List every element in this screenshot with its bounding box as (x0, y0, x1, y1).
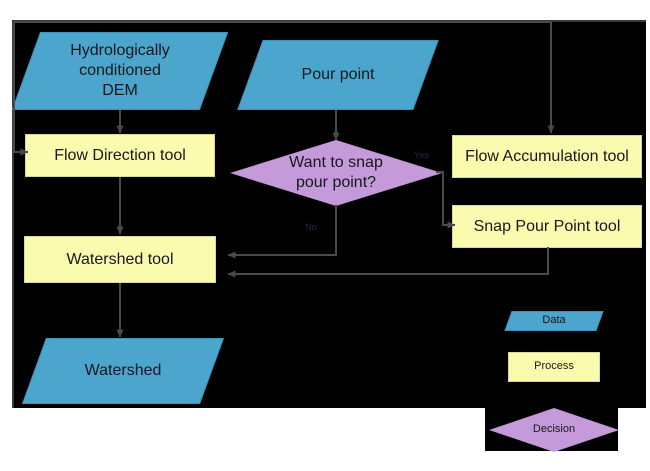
legend-decision-label: Decision (532, 423, 576, 436)
branch-label-yes: Yes (414, 150, 430, 160)
legend-process-shape: Process (508, 352, 600, 382)
node-label: Flow Direction tool (54, 146, 186, 164)
node-label: Flow Accumulation tool (465, 147, 629, 165)
dem-label-line2: conditioned (79, 62, 161, 79)
legend-data-shape: Data (504, 311, 604, 331)
node-hydrologically-conditioned-dem[interactable]: Hydrologically conditioned DEM (11, 32, 229, 110)
legend-process-label: Process (534, 360, 574, 373)
node-flow-direction-tool[interactable]: Flow Direction tool (25, 134, 215, 177)
node-watershed[interactable]: Watershed (21, 338, 225, 404)
legend-decision-shape: Decision (489, 408, 619, 452)
node-label: Watershed tool (66, 250, 174, 268)
node-label: Hydrologically conditioned DEM (27, 41, 213, 101)
node-label: Watershed (84, 362, 162, 379)
decision-label-line1: Want to snap (289, 154, 383, 171)
dem-label-line1: Hydrologically (70, 42, 170, 59)
node-snap-pour-point-tool[interactable]: Snap Pour Point tool (452, 205, 642, 248)
node-label: Snap Pour Point tool (473, 217, 621, 235)
node-pour-point[interactable]: Pour point (237, 40, 439, 110)
node-watershed-tool[interactable]: Watershed tool (24, 236, 216, 283)
node-label: Want to snap pour point? (230, 153, 442, 193)
dem-label-line3: DEM (102, 82, 138, 99)
branch-label-no: No (305, 222, 317, 232)
node-decision-want-to-snap-pour-point[interactable]: Want to snap pour point? (230, 140, 442, 206)
legend-data-label: Data (542, 314, 566, 327)
node-flow-accumulation-tool[interactable]: Flow Accumulation tool (452, 135, 642, 178)
decision-label-line2: pour point? (295, 174, 377, 191)
node-label: Pour point (301, 66, 375, 83)
